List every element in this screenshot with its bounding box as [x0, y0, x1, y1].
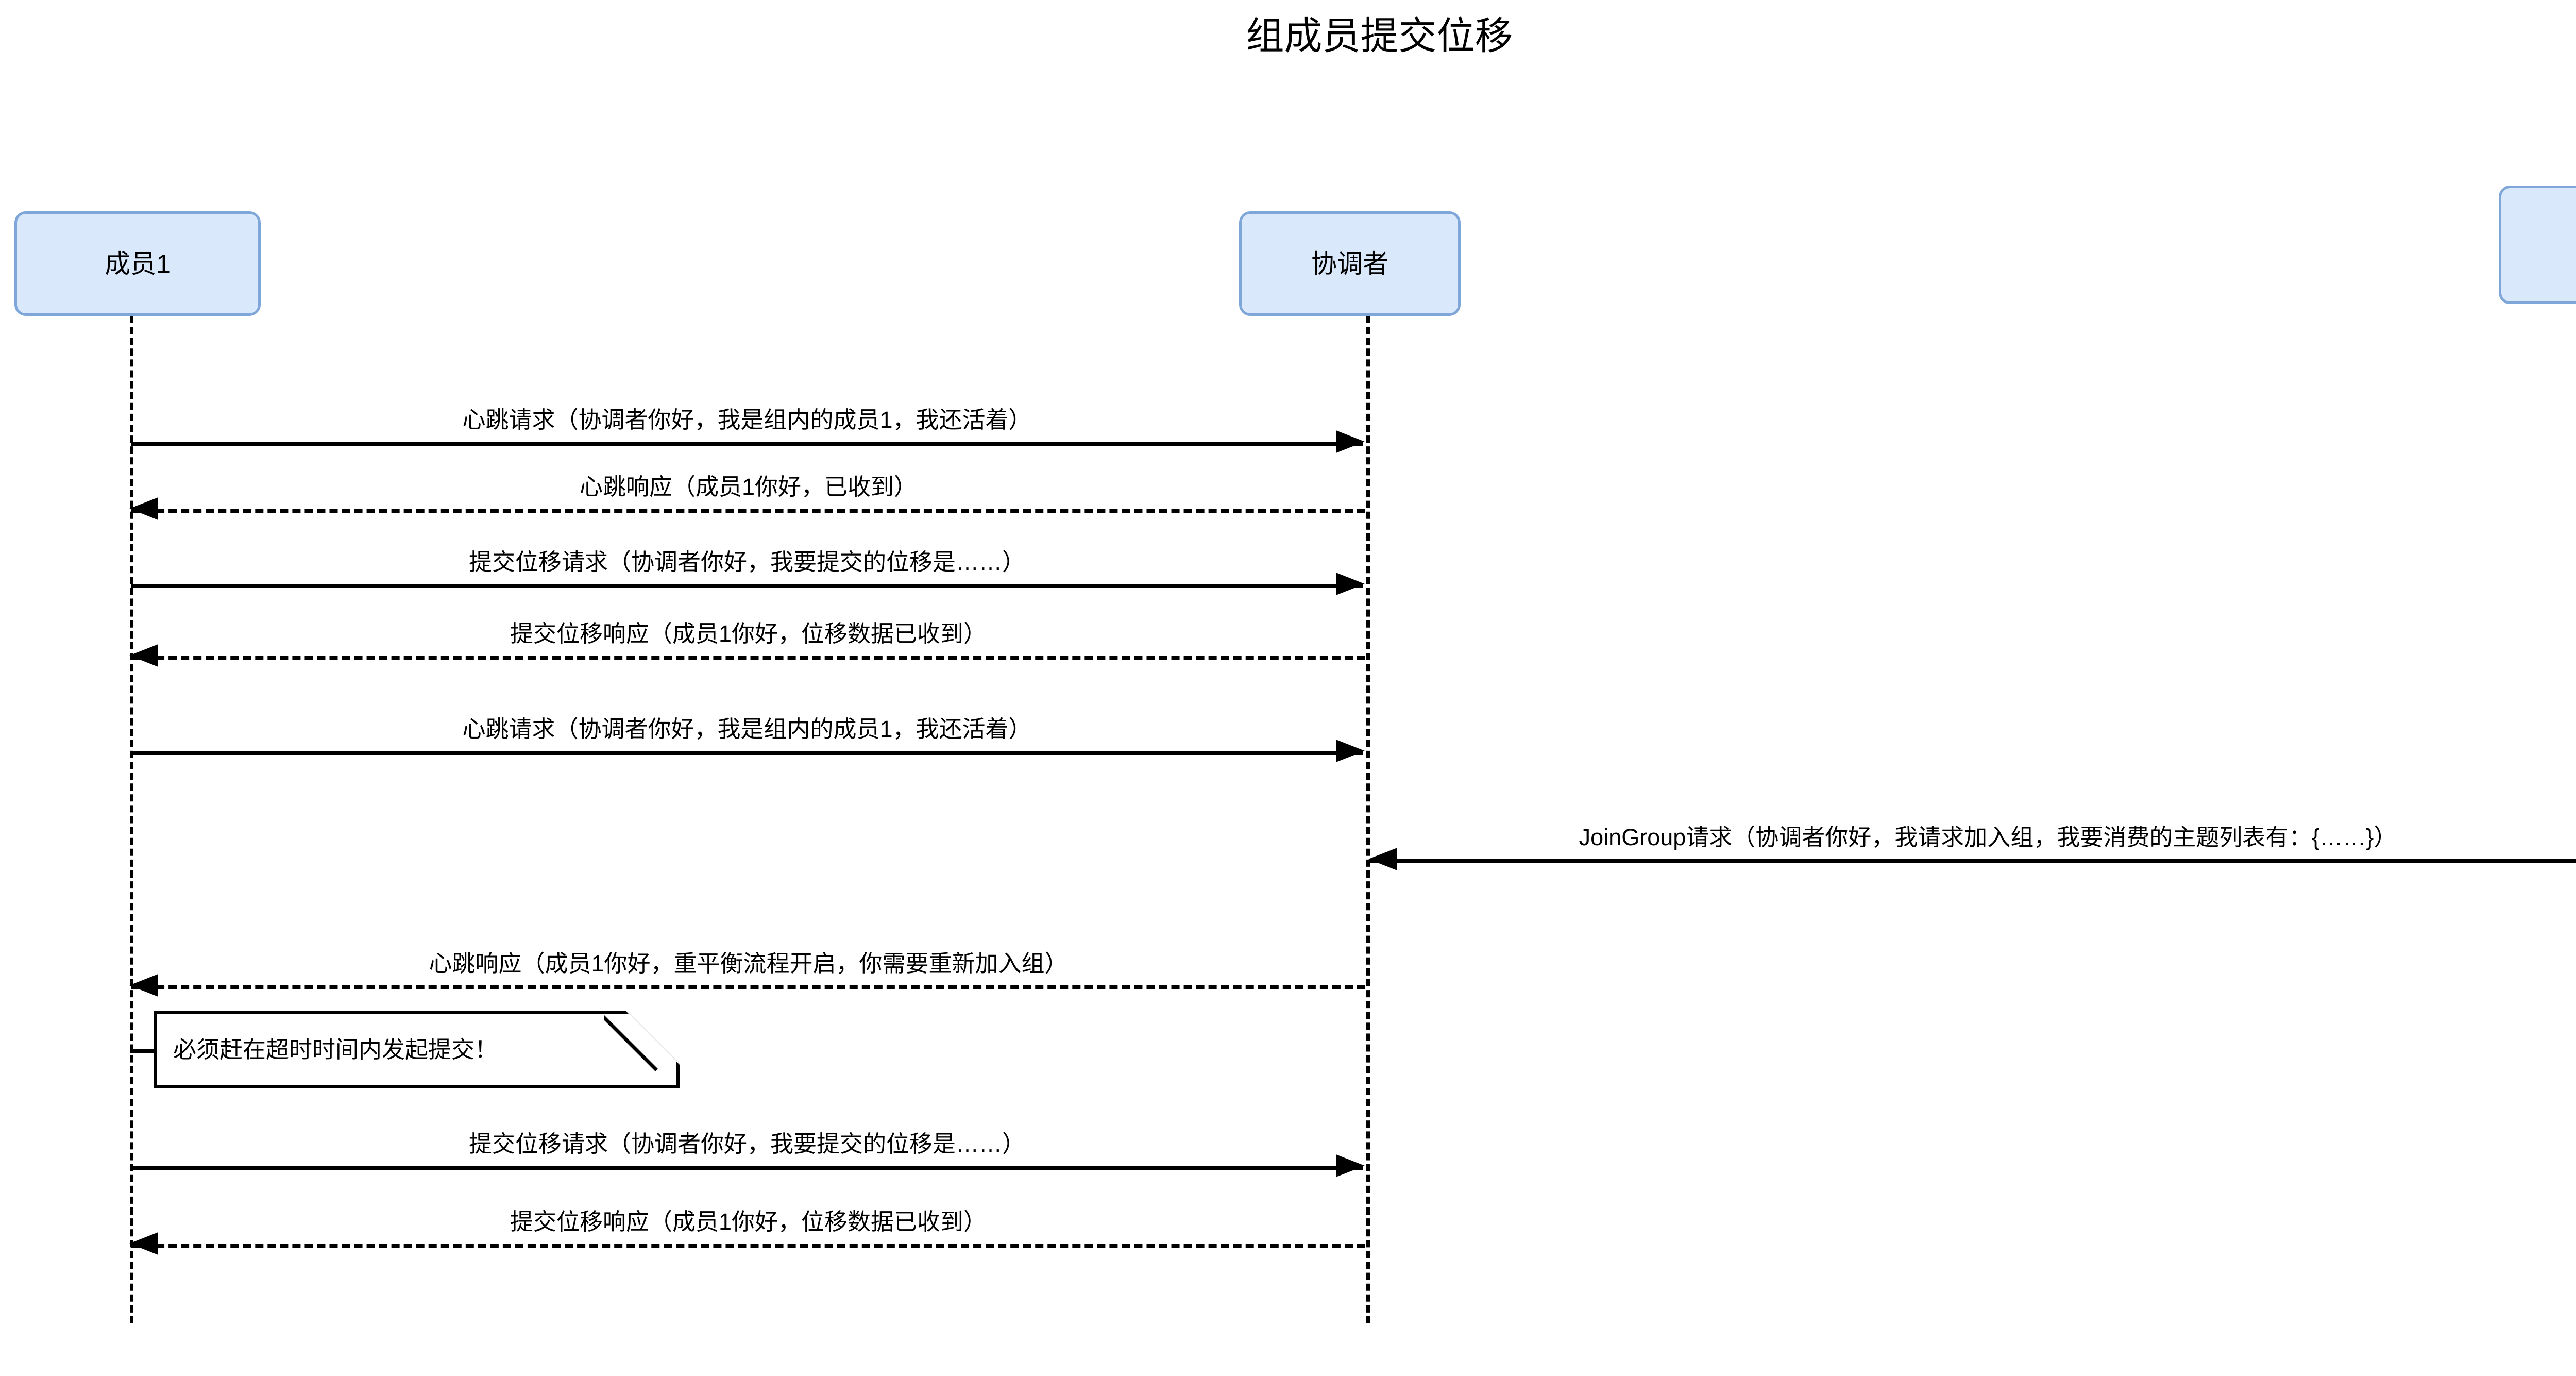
arrowhead-right-icon — [1336, 573, 1365, 595]
note-timeout: 必须赶在超时时间内发起提交！ — [154, 1009, 682, 1088]
message-2-label: 心跳响应（成员1你好，已收到） — [579, 474, 918, 500]
message-1-label: 心跳请求（协调者你好，我是组内的成员1，我还活着） — [462, 407, 1032, 433]
message-7-label: 心跳响应（成员1你好，重平衡流程开启，你需要重新加入组） — [429, 950, 1068, 977]
message-1-line — [131, 442, 1363, 446]
note-fold-edge-icon — [604, 1011, 681, 1088]
participant-member1-label: 成员1 — [105, 249, 171, 278]
arrowhead-left-icon — [129, 974, 158, 997]
message-3-line — [131, 584, 1363, 588]
message-5-line — [131, 751, 1363, 755]
participant-coordinator-label: 协调者 — [1311, 249, 1388, 278]
arrowhead-left-icon — [129, 1232, 158, 1255]
message-4-line — [131, 656, 1365, 660]
message-9-label: 提交位移响应（成员1你好，位移数据已收到） — [510, 1209, 987, 1235]
message-4-label: 提交位移响应（成员1你好，位移数据已收到） — [510, 620, 987, 647]
arrowhead-left-icon — [1368, 848, 1397, 870]
participant-member1[interactable]: 成员1 — [14, 211, 261, 316]
lifeline-coordinator — [1366, 316, 1370, 1323]
arrowhead-right-icon — [1336, 740, 1365, 762]
arrowhead-right-icon — [1336, 1154, 1365, 1177]
arrowhead-left-icon — [129, 644, 158, 667]
note-body — [154, 1011, 680, 1088]
message-9-line — [131, 1244, 1365, 1248]
lifeline-member1 — [130, 316, 133, 1323]
note-connector-line — [130, 1049, 156, 1053]
message-5-label: 心跳请求（协调者你好，我是组内的成员1，我还活着） — [462, 716, 1032, 742]
message-3-label: 提交位移请求（协调者你好，我要提交的位移是……） — [468, 549, 1025, 575]
arrowhead-left-icon — [129, 497, 158, 520]
participant-coordinator[interactable]: 协调者 — [1239, 211, 1461, 316]
message-2-line — [131, 509, 1365, 513]
message-7-line — [131, 985, 1365, 989]
participant-member2[interactable]: 成员2 — [2499, 186, 2576, 304]
note-timeout-text: 必须赶在超时时间内发起提交！ — [173, 1036, 498, 1063]
message-6-label: JoinGroup请求（协调者你好，我请求加入组，我要消费的主题列表有：{……}… — [1579, 824, 2397, 850]
arrowhead-right-icon — [1336, 430, 1365, 453]
message-8-line — [131, 1166, 1363, 1170]
page-title: 组成员提交位移 — [1246, 14, 1513, 57]
message-8-label: 提交位移请求（协调者你好，我要提交的位移是……） — [468, 1131, 1025, 1157]
message-6-line — [1370, 859, 2576, 863]
